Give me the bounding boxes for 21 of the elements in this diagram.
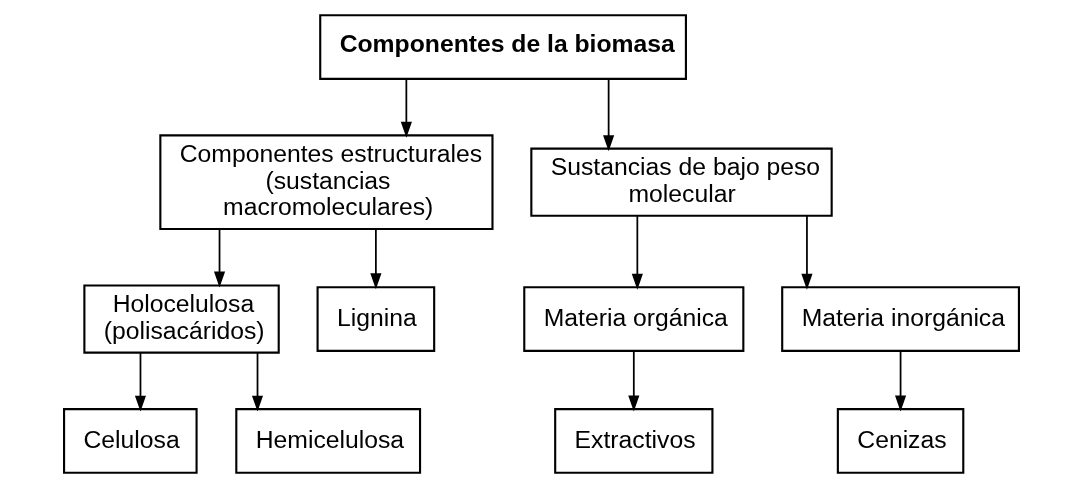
arrow — [400, 78, 412, 138]
arrow — [895, 350, 907, 412]
node-box: Extractivos — [554, 408, 714, 474]
arrow — [801, 215, 813, 290]
arrow — [631, 215, 643, 290]
node-box: Holocelulosa (polisacáridos) — [83, 284, 280, 354]
node-box: Componentes de la biomasa — [319, 14, 687, 80]
node-box: Celulosa — [63, 408, 198, 474]
node-box: Componentes estructurales (sustancias macromoleculares) — [159, 134, 494, 231]
node-box: Materia inorgánica — [781, 286, 1020, 352]
node-box: Sustancias de bajo peso molecular — [530, 147, 833, 217]
node-box: Materia orgánica — [523, 286, 745, 352]
node-box: Hemicelulosa — [235, 408, 422, 474]
node-box: Cenizas — [836, 408, 965, 474]
arrow — [603, 78, 615, 152]
arrow — [213, 228, 226, 288]
node-box: Lignina — [316, 286, 436, 352]
arrow — [134, 352, 147, 412]
arrow — [251, 352, 264, 412]
arrow — [370, 228, 382, 290]
arrow — [628, 350, 640, 412]
